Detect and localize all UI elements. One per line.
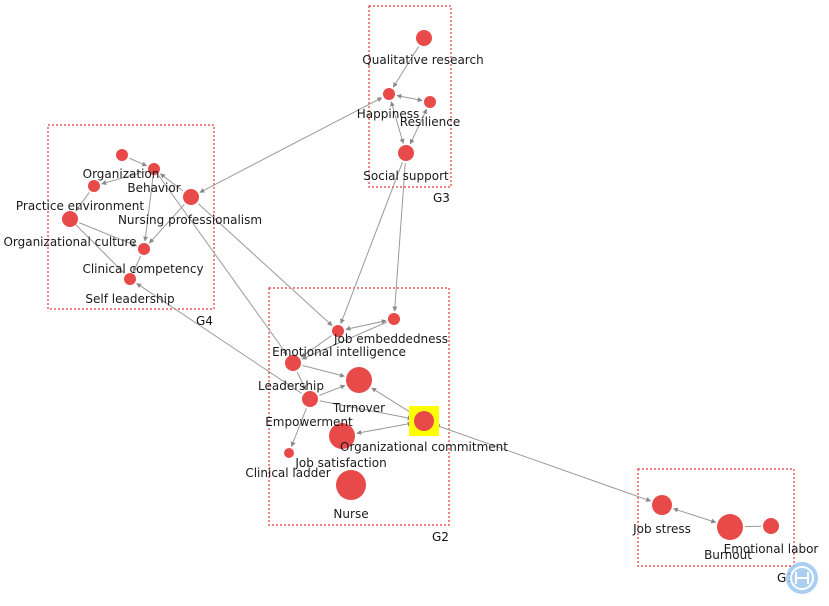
node-clinical-ladder[interactable] xyxy=(284,448,294,458)
edge-turnover-to-organizational-commitment xyxy=(371,387,415,416)
edge-practice-environment-to-clinical-competency xyxy=(79,222,138,247)
node-job-satisfaction[interactable] xyxy=(329,423,355,449)
node-leadership[interactable] xyxy=(285,355,301,371)
node-empowerment[interactable] xyxy=(302,391,318,407)
edge-empowerment-to-clinical-ladder xyxy=(290,408,307,447)
edge-happiness-to-social-support xyxy=(390,101,405,144)
node-label-emotional-labor: Emotional labor xyxy=(724,542,819,556)
node-label-emotional-intelligence: Emotional intelligence xyxy=(272,345,406,359)
node-label-happiness: Happiness xyxy=(357,107,419,121)
node-organization[interactable] xyxy=(88,180,100,192)
node-label-nurse: Nurse xyxy=(333,507,368,521)
nodes-layer xyxy=(62,30,779,540)
node-label-job-stress: Job stress xyxy=(632,522,691,536)
edge-social-support-to-job-embeddedness xyxy=(392,162,406,312)
node-label-organizational-commitment: Organizational commitment xyxy=(340,440,508,454)
node-label-organizational-culture: Organizational culture xyxy=(3,235,136,249)
node-burnout[interactable] xyxy=(717,514,743,540)
edge-nursing-professionalism-to-emotional-intelligence xyxy=(198,203,333,326)
node-job-stress[interactable] xyxy=(652,495,672,515)
edge-behavior-to-organization xyxy=(101,170,147,185)
node-emotional-labor[interactable] xyxy=(763,518,779,534)
edge-organization-to-practice-environment xyxy=(75,192,90,212)
node-label-organization: Organization xyxy=(83,167,160,181)
node-label-resilience: Resilience xyxy=(400,115,460,129)
edge-nursing-professionalism-to-clinical-competency xyxy=(148,204,185,244)
edge-behavior-to-clinical-competency xyxy=(143,176,154,242)
edge-happiness-to-resilience xyxy=(396,93,423,103)
edge-nursing-professionalism-to-behavior xyxy=(159,173,184,192)
edge-leadership-to-empowerment xyxy=(296,371,307,391)
edge-organizational-culture-to-self-leadership xyxy=(73,222,125,274)
node-social-support[interactable] xyxy=(398,145,414,161)
edge-qualitative-research-to-happiness xyxy=(392,46,420,88)
node-organizational-commitment[interactable] xyxy=(414,411,434,431)
node-label-job-embeddedness: Job embeddedness xyxy=(333,332,448,346)
node-label-behavior: Behavior xyxy=(127,181,180,195)
edge-job-stress-to-burnout xyxy=(672,507,717,524)
node-label-clinical-competency: Clinical competency xyxy=(82,262,203,276)
watermark-logo-icon xyxy=(786,562,818,594)
edge-social-support-to-emotional-intelligence xyxy=(340,162,403,324)
edges-layer xyxy=(73,46,762,528)
node-behavior[interactable] xyxy=(148,163,160,175)
node-nursing-professionalism[interactable] xyxy=(183,189,199,205)
group-box-g3 xyxy=(368,5,452,188)
edge-emotional-intelligence-to-job-embeddedness xyxy=(345,319,387,331)
group-label-g3: G3 xyxy=(433,191,450,205)
group-box-g4 xyxy=(47,124,215,310)
node-happiness[interactable] xyxy=(383,88,395,100)
node-label-burnout: Burnout xyxy=(704,548,752,562)
node-practice-environment[interactable] xyxy=(62,211,78,227)
edge-empowerment-to-organizational-commitment xyxy=(319,400,413,421)
node-label-clinical-ladder: Clinical ladder xyxy=(245,466,330,480)
node-nurse[interactable] xyxy=(336,470,366,500)
edge-clinical-competency-to-self-leadership xyxy=(132,256,142,273)
group-box-g2 xyxy=(268,287,450,526)
node-label-job-satisfaction: Job satisfaction xyxy=(294,456,386,470)
edge-leadership-to-turnover xyxy=(302,365,345,378)
node-label-nursing-professionalism: Nursing professionalism xyxy=(118,213,262,227)
node-label-empowerment: Empowerment xyxy=(265,415,353,429)
labels-layer: Qualitative researchHappinessResilienceS… xyxy=(3,53,818,562)
edge-emotional-intelligence-to-leadership xyxy=(300,335,332,358)
node-clinical-competency[interactable] xyxy=(138,243,150,255)
edge-g4-unlabeled-to-behavior xyxy=(129,157,148,167)
edge-empowerment-to-turnover xyxy=(319,384,346,396)
node-emotional-intelligence[interactable] xyxy=(332,325,344,337)
edge-job-embeddedness-to-leadership xyxy=(301,321,387,360)
node-turnover[interactable] xyxy=(346,367,372,393)
node-qualitative-research[interactable] xyxy=(416,30,432,46)
node-label-qualitative-research: Qualitative research xyxy=(362,53,483,67)
edge-resilience-to-social-support xyxy=(409,108,428,145)
edge-job-satisfaction-to-organizational-commitment xyxy=(356,421,413,435)
node-label-turnover: Turnover xyxy=(332,401,385,415)
node-label-leadership: Leadership xyxy=(258,379,324,393)
node-self-leadership[interactable] xyxy=(124,273,136,285)
node-label-self-leadership: Self leadership xyxy=(85,292,174,306)
edge-job-stress-to-organizational-commitment xyxy=(434,424,652,502)
group-box-g1 xyxy=(637,468,795,567)
group-label-g4: G4 xyxy=(196,314,213,328)
node-label-practice-environment: Practice environment xyxy=(16,199,144,213)
node-job-embeddedness[interactable] xyxy=(388,313,400,325)
edge-happiness-to-nursing-professionalism xyxy=(199,97,383,193)
group-label-g2: G2 xyxy=(432,530,449,544)
node-g4-unlabeled[interactable] xyxy=(116,149,128,161)
node-resilience[interactable] xyxy=(424,96,436,108)
edge-empowerment-to-self-leadership xyxy=(136,283,302,394)
edge-behavior-to-leadership xyxy=(158,175,288,356)
node-label-social-support: Social support xyxy=(363,169,449,183)
